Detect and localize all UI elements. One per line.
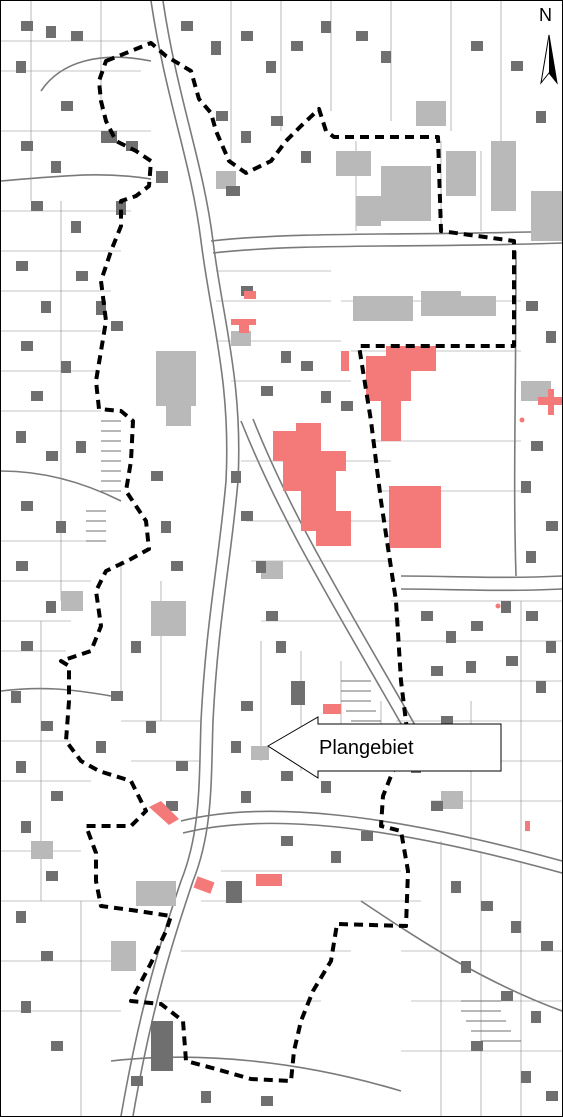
main-road: [120, 1, 228, 1116]
highlight-building-dot-2: [495, 603, 501, 609]
highlight-building-east-square: [389, 486, 441, 548]
road-far-south: [110, 1056, 402, 1092]
highlight-building-small-2: [231, 319, 256, 333]
highlight-building-east-l: [366, 346, 436, 441]
road-east-west-1-edge: [212, 242, 562, 254]
north-label: N: [539, 5, 552, 25]
road-south: [180, 810, 562, 862]
main-road-edge: [132, 1, 240, 1116]
plangebiet-label: Plangebiet: [319, 737, 414, 759]
highlight-building-small-6: [193, 876, 215, 894]
plan-area-boundary: [59, 41, 516, 1083]
road-diagonal: [240, 420, 412, 742]
road-south-edge: [182, 822, 562, 874]
highlight-building-dot-1: [519, 417, 525, 423]
highlight-building-small-8: [538, 389, 562, 415]
plangebiet-callout-arrow: [267, 716, 502, 779]
road-east-vertical: [513, 250, 517, 577]
highlight-building-large-center: [273, 423, 351, 546]
highlight-building-small-4: [323, 704, 341, 714]
highlight-building-small-5: [149, 801, 179, 825]
road-north-curve: [40, 56, 152, 92]
road-east-west-1: [210, 230, 562, 242]
road-east-edge: [400, 588, 562, 592]
row-houses: [86, 420, 521, 1042]
buildings-dark: [11, 21, 558, 1106]
highlighted-buildings: [149, 291, 562, 894]
road-diagonal-edge: [252, 418, 424, 740]
north-arrow-icon: [540, 34, 558, 85]
road-west-3: [1, 687, 112, 697]
highlight-building-small-3: [341, 351, 349, 371]
road-west-1: [1, 173, 152, 182]
highlight-building-small-1: [244, 291, 256, 299]
highlight-building-small-7: [256, 874, 282, 886]
highlight-building-small-9: [525, 821, 530, 831]
road-southeast: [360, 900, 562, 1012]
buildings-light: [31, 101, 562, 971]
road-east: [400, 575, 562, 579]
